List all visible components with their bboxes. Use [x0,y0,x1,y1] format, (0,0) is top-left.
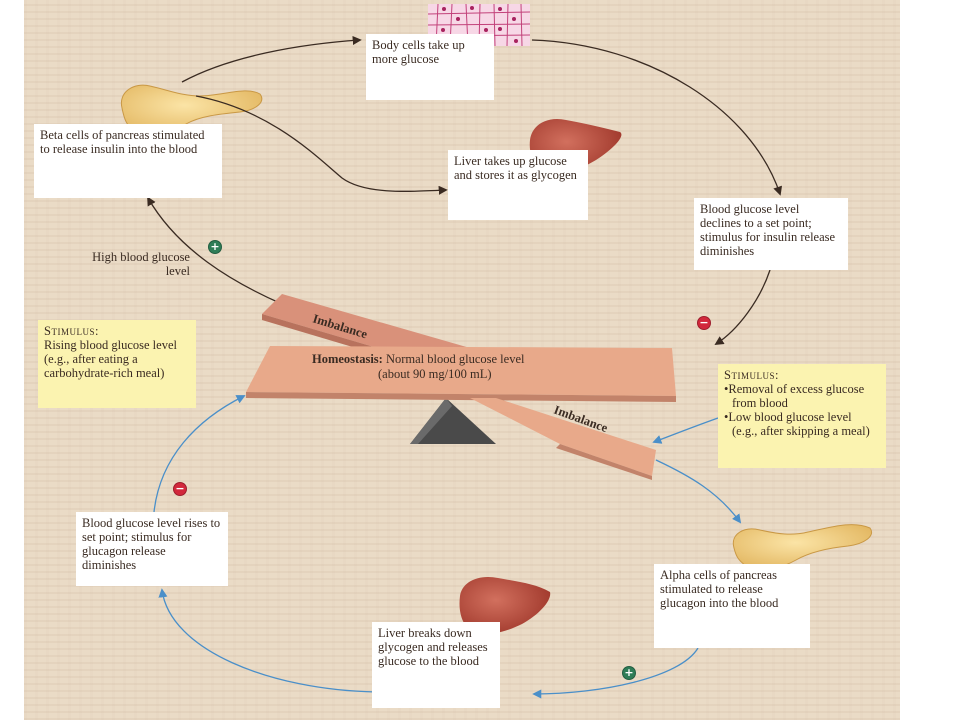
glucose-declines-box: Blood glucose level declines to a set po… [694,198,848,270]
homeostasis-label: Homeostasis: Normal blood glucose level [312,352,525,366]
pancreas-bottom-icon [732,524,872,571]
glucagon-loop-arrows [153,395,742,699]
fulcrum [410,398,496,444]
glucose-rises-box: Blood glucose level rises to set point; … [76,512,228,586]
stimulus-rising-head: Stimulus: [44,324,99,338]
plank-homeostasis [246,346,676,402]
stimulus-rising-text: Rising blood glucose level (e.g., after … [44,338,177,380]
liver-takes-up-box: Liver takes up glucose and stores it as … [448,150,588,220]
body-cells-box: Body cells take up more glucose [366,34,494,100]
positive-sign-icon: + [622,666,636,680]
negative-sign-icon: − [697,316,711,330]
stimulus-low-head: Stimulus: [724,368,779,382]
high-glucose-label: High blood glucose level [92,250,190,278]
stimulus-low-list: Removal of excess glucose from blood Low… [724,382,880,438]
homeostasis-rest: Normal blood glucose level [383,352,525,366]
alpha-cells-box: Alpha cells of pancreas stimulated to re… [654,564,810,648]
insulin-loop-arrows [147,35,783,345]
negative-sign-icon: − [173,482,187,496]
positive-sign-icon: + [208,240,222,254]
stimulus-rising-box: Stimulus: Rising blood glucose level (e.… [38,320,196,408]
stimulus-low-box: Stimulus: Removal of excess glucose from… [718,364,886,468]
liver-breaks-down-box: Liver breaks down glycogen and releases … [372,622,500,708]
stimulus-low-item: Low blood glucose level (e.g., after ski… [724,410,880,438]
plank-imbalance-bottom [470,398,656,480]
seesaw [246,294,676,480]
liver-bottom-icon [459,576,551,635]
stimulus-low-item: Removal of excess glucose from blood [724,382,880,410]
homeostasis-bold: Homeostasis: [312,352,383,366]
beta-cells-box: Beta cells of pancreas stimulated to rel… [34,124,222,198]
homeostasis-value: (about 90 mg/100 mL) [378,367,492,381]
